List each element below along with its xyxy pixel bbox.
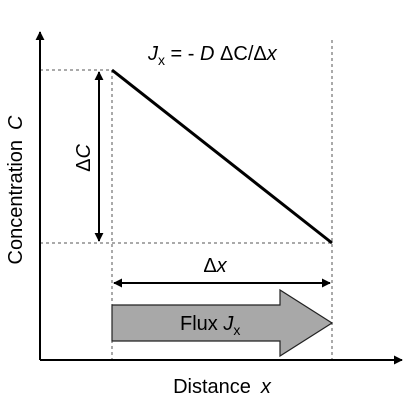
y-axis-label: ConcentrationC xyxy=(5,115,27,265)
flux-equation: Jx = - D ΔC/Δx xyxy=(147,43,278,68)
flux-arrow xyxy=(111,288,334,358)
delta-x-label: Δx xyxy=(203,255,227,277)
concentration-line xyxy=(111,68,333,245)
delta-c-label: ΔC xyxy=(73,144,95,172)
flux-label: Flux Jx xyxy=(180,313,240,338)
